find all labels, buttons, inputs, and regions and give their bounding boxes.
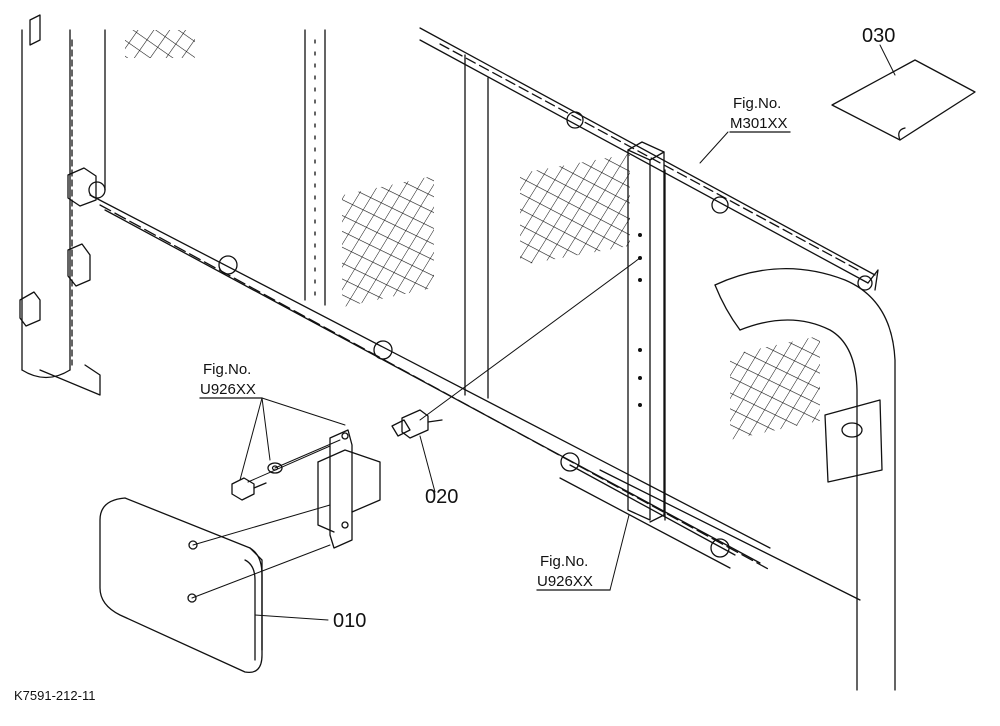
panel-center bbox=[464, 54, 630, 399]
nut-and-washer bbox=[231, 462, 283, 501]
callout-020: 020 bbox=[425, 486, 458, 508]
vertical-bracket bbox=[627, 141, 665, 523]
frame-bolts bbox=[88, 111, 873, 558]
top-rail bbox=[419, 27, 879, 291]
bolt-020 bbox=[391, 409, 443, 439]
fig-ref-u926-left-line1: Fig.No. bbox=[203, 361, 251, 378]
callout-030: 030 bbox=[862, 25, 895, 47]
work-light-010 bbox=[99, 497, 263, 674]
panel-left bbox=[104, 29, 434, 308]
fig-ref-u926-bottom-line2: U926XX bbox=[537, 573, 593, 590]
fig-ref-u926-bottom-line1: Fig.No. bbox=[540, 553, 588, 570]
assembly-leaders bbox=[191, 44, 896, 621]
panel-right bbox=[599, 169, 861, 601]
light-stay-bracket bbox=[317, 429, 381, 549]
callout-010: 010 bbox=[333, 610, 366, 632]
curved-handrail bbox=[714, 268, 896, 691]
decal-sheet-030 bbox=[831, 59, 976, 141]
fig-ref-m301-line1: Fig.No. bbox=[733, 95, 781, 112]
fig-ref-m301-line2: M301XX bbox=[730, 115, 788, 132]
left-post bbox=[19, 14, 101, 396]
fig-ref-u926-left-line2: U926XX bbox=[200, 381, 256, 398]
drawing-code: K7591-212-11 bbox=[14, 688, 95, 703]
lower-crossbar bbox=[89, 194, 771, 571]
